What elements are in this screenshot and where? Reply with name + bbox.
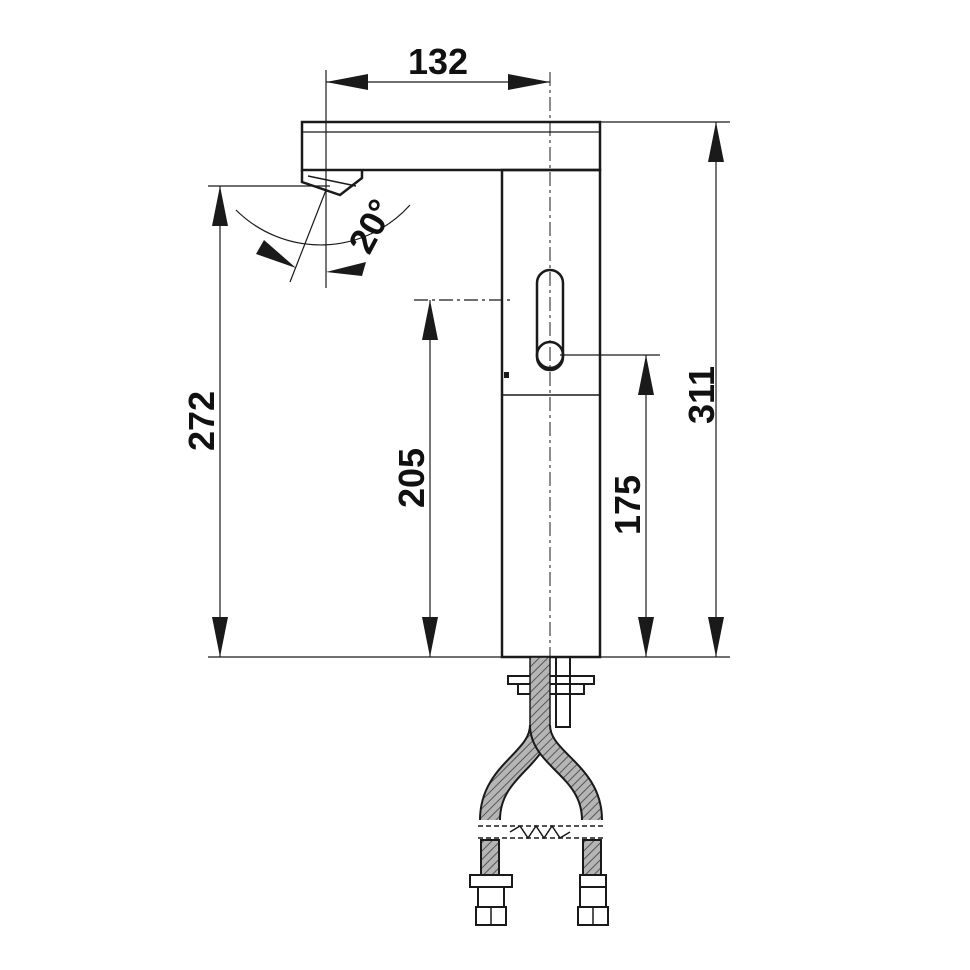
dim-lever-height: 175: [607, 475, 648, 535]
sensor-window: [535, 268, 565, 372]
spout-outlet: [300, 170, 364, 197]
dim-spout-angle: 20°: [340, 192, 402, 259]
dim-overall-height: 311: [681, 366, 722, 424]
dim-spout-outlet-height: 272: [181, 391, 222, 451]
dimension-labels: 132 311 272 205 175 20°: [181, 41, 722, 535]
spout-arm: [300, 120, 602, 172]
faucet-body: [300, 72, 602, 660]
dim-spout-reach: 132: [408, 41, 468, 82]
dimension-lines: [208, 70, 730, 658]
mounting-assembly: [469, 656, 609, 926]
dim-sensor-height: 205: [391, 448, 432, 508]
faucet-column: [500, 168, 602, 659]
